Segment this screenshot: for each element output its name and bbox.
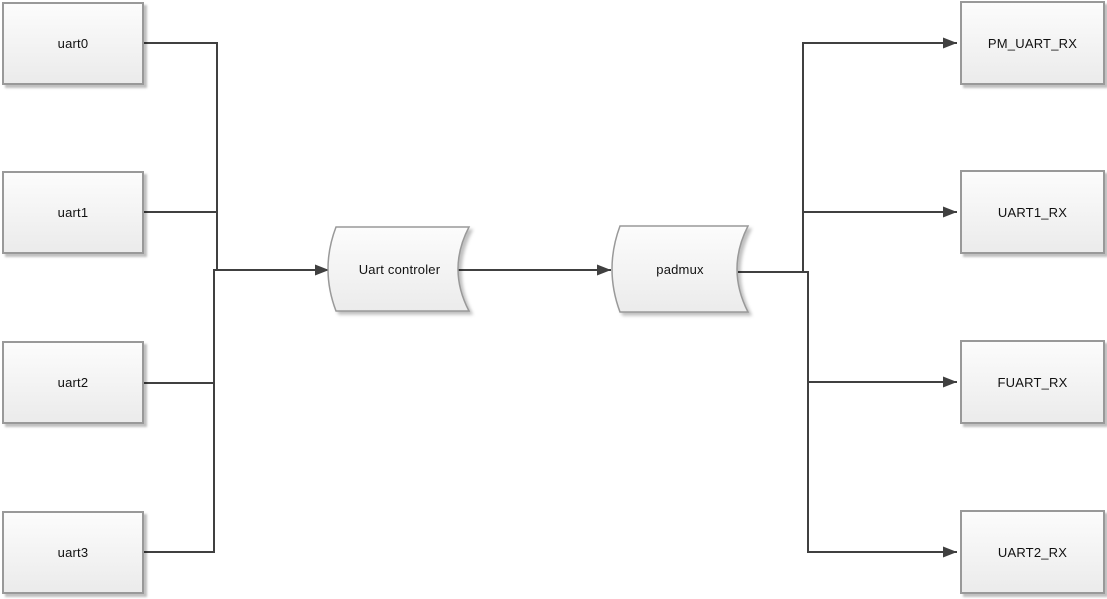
node-label: PM_UART_RX bbox=[987, 35, 1078, 51]
node-uart1-rx: UART1_RX bbox=[960, 170, 1105, 254]
arrow-bus-to-pm-uart-rx bbox=[802, 37, 957, 272]
node-pm-uart-rx: PM_UART_RX bbox=[960, 1, 1105, 85]
node-uart1: uart1 bbox=[2, 171, 144, 254]
node-uart0: uart0 bbox=[2, 2, 144, 85]
node-label: UART2_RX bbox=[997, 544, 1068, 560]
node-label: Uart controler bbox=[358, 261, 441, 277]
node-fuart-rx: FUART_RX bbox=[960, 340, 1105, 424]
node-label: padmux bbox=[656, 261, 704, 277]
node-label: uart0 bbox=[57, 36, 89, 51]
node-uart2: uart2 bbox=[2, 341, 144, 424]
node-uart-controller: Uart controler bbox=[336, 227, 463, 311]
node-padmux: padmux bbox=[618, 226, 742, 312]
connector-uart3-bus bbox=[143, 269, 215, 553]
node-label: uart2 bbox=[57, 375, 89, 390]
padmux-shape bbox=[611, 225, 750, 313]
node-label: UART1_RX bbox=[997, 204, 1068, 220]
node-label: uart3 bbox=[57, 545, 89, 560]
node-label: uart1 bbox=[57, 205, 89, 220]
arrow-bus-to-uart2-rx bbox=[807, 271, 957, 558]
node-uart3: uart3 bbox=[2, 511, 144, 594]
node-label: FUART_RX bbox=[997, 374, 1068, 390]
node-uart2-rx: UART2_RX bbox=[960, 510, 1105, 594]
connector-uart0-bus bbox=[143, 42, 218, 271]
uart-controller-shape bbox=[327, 226, 471, 312]
